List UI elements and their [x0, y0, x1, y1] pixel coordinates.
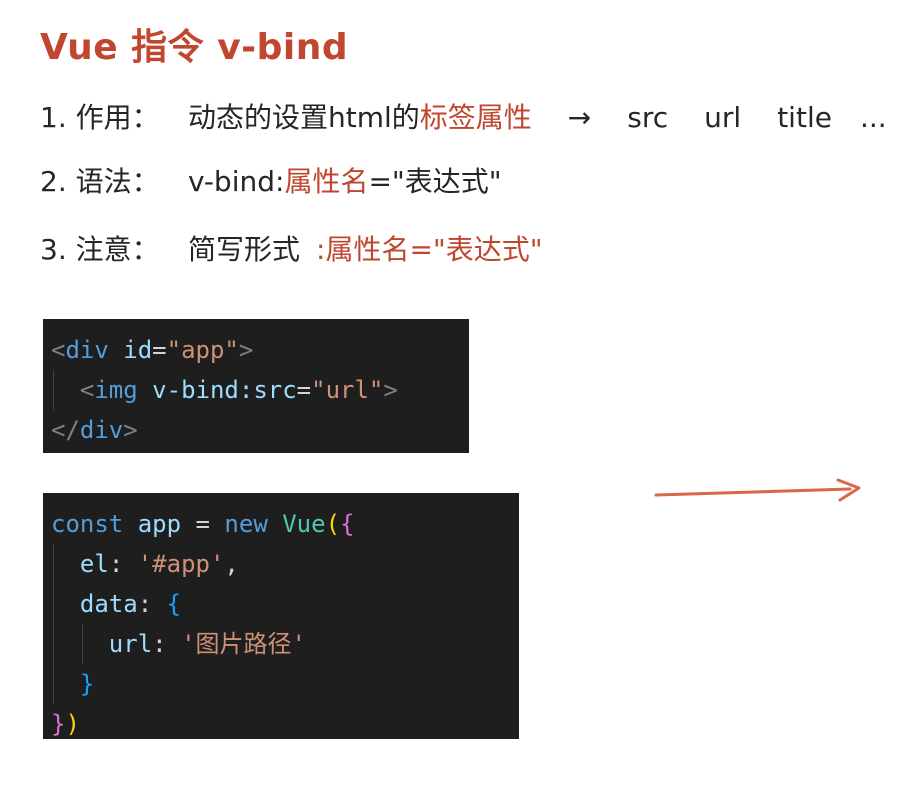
- point-3-highlight: :属性名="表达式": [316, 233, 543, 266]
- point-3: 3. 注意： 简写形式 :属性名="表达式": [40, 228, 543, 268]
- code-line: el: '#app',: [51, 544, 519, 584]
- point-1-text: 动态的设置html的: [188, 101, 420, 134]
- code-token: id: [123, 336, 153, 364]
- code-token: url: [108, 630, 153, 658]
- point-2-text-end: ="表达式": [368, 165, 502, 198]
- code-token: <: [51, 336, 66, 364]
- indent-guide: [82, 624, 83, 664]
- code-line: }: [51, 664, 519, 704]
- indent-guide: [53, 624, 54, 664]
- code-token: {: [340, 510, 355, 538]
- code-token: el: [79, 550, 109, 578]
- point-2-highlight: 属性名: [284, 165, 369, 198]
- code-token: div: [79, 416, 124, 444]
- code-line: url: '图片路径': [51, 624, 519, 664]
- example-title: title: [777, 101, 832, 134]
- indent-guide: [53, 370, 54, 410]
- indent-guide: [53, 664, 54, 704]
- code-token: =: [152, 336, 167, 364]
- right-arrow-icon: [654, 478, 861, 502]
- code-token: >: [238, 336, 254, 364]
- code-token: data: [79, 590, 138, 618]
- code-token: </: [51, 416, 80, 444]
- point-2-text: v-bind:: [188, 165, 285, 198]
- code-token: =: [296, 376, 312, 404]
- code-token: ,: [224, 550, 239, 578]
- code-token: "app": [166, 336, 239, 364]
- point-2: 2. 语法： v-bind:属性名="表达式": [40, 160, 502, 200]
- point-3-text: 简写形式: [188, 233, 301, 266]
- code-token: }: [51, 710, 66, 738]
- code-token: (: [325, 510, 341, 538]
- code-token: new: [224, 510, 268, 538]
- code-token: '图片路径': [181, 630, 306, 658]
- code-token: {: [166, 590, 182, 618]
- example-src: src: [627, 101, 669, 134]
- code-line: <img v-bind:src="url">: [51, 370, 469, 410]
- arrow-glyph: →: [567, 101, 592, 134]
- code-line: const app = new Vue({: [51, 504, 519, 544]
- code-token: }: [79, 670, 95, 698]
- code-line: }): [51, 704, 519, 744]
- code-token: app: [137, 510, 182, 538]
- code-token: Vue: [282, 510, 326, 538]
- code-token: <: [79, 376, 95, 404]
- code-token: :: [108, 550, 124, 578]
- code-token: ): [65, 710, 80, 738]
- page-title: Vue 指令 v-bind: [40, 27, 349, 68]
- code-token: '#app': [137, 550, 225, 578]
- code-token: const: [51, 510, 124, 538]
- js-code-block: const app = new Vue({ el: '#app', data: …: [43, 493, 519, 739]
- indent-guide: [53, 544, 54, 584]
- point-1-label: 1. 作用：: [40, 101, 160, 134]
- code-line: <div id="app">: [51, 330, 469, 370]
- point-1: 1. 作用： 动态的设置html的标签属性 → src url title...: [40, 96, 887, 136]
- html-code-block: <div id="app"> <img v-bind:src="url"> </…: [43, 319, 469, 453]
- code-token: "url": [311, 376, 384, 404]
- example-url: url: [704, 101, 742, 134]
- indent-guide: [53, 584, 54, 624]
- code-token: v-bind:src: [152, 376, 297, 404]
- code-token: >: [383, 376, 398, 404]
- example-ellipsis: ...: [859, 101, 887, 134]
- code-token: div: [65, 336, 109, 364]
- code-token: >: [123, 416, 138, 444]
- code-token: img: [94, 376, 138, 404]
- point-1-highlight: 标签属性: [419, 101, 532, 134]
- code-line: </div>: [51, 410, 469, 450]
- point-3-label: 3. 注意：: [40, 233, 160, 266]
- code-token: =: [195, 510, 210, 538]
- code-token: :: [152, 630, 167, 658]
- point-2-label: 2. 语法：: [40, 165, 160, 198]
- code-line: data: {: [51, 584, 519, 624]
- code-token: :: [137, 590, 153, 618]
